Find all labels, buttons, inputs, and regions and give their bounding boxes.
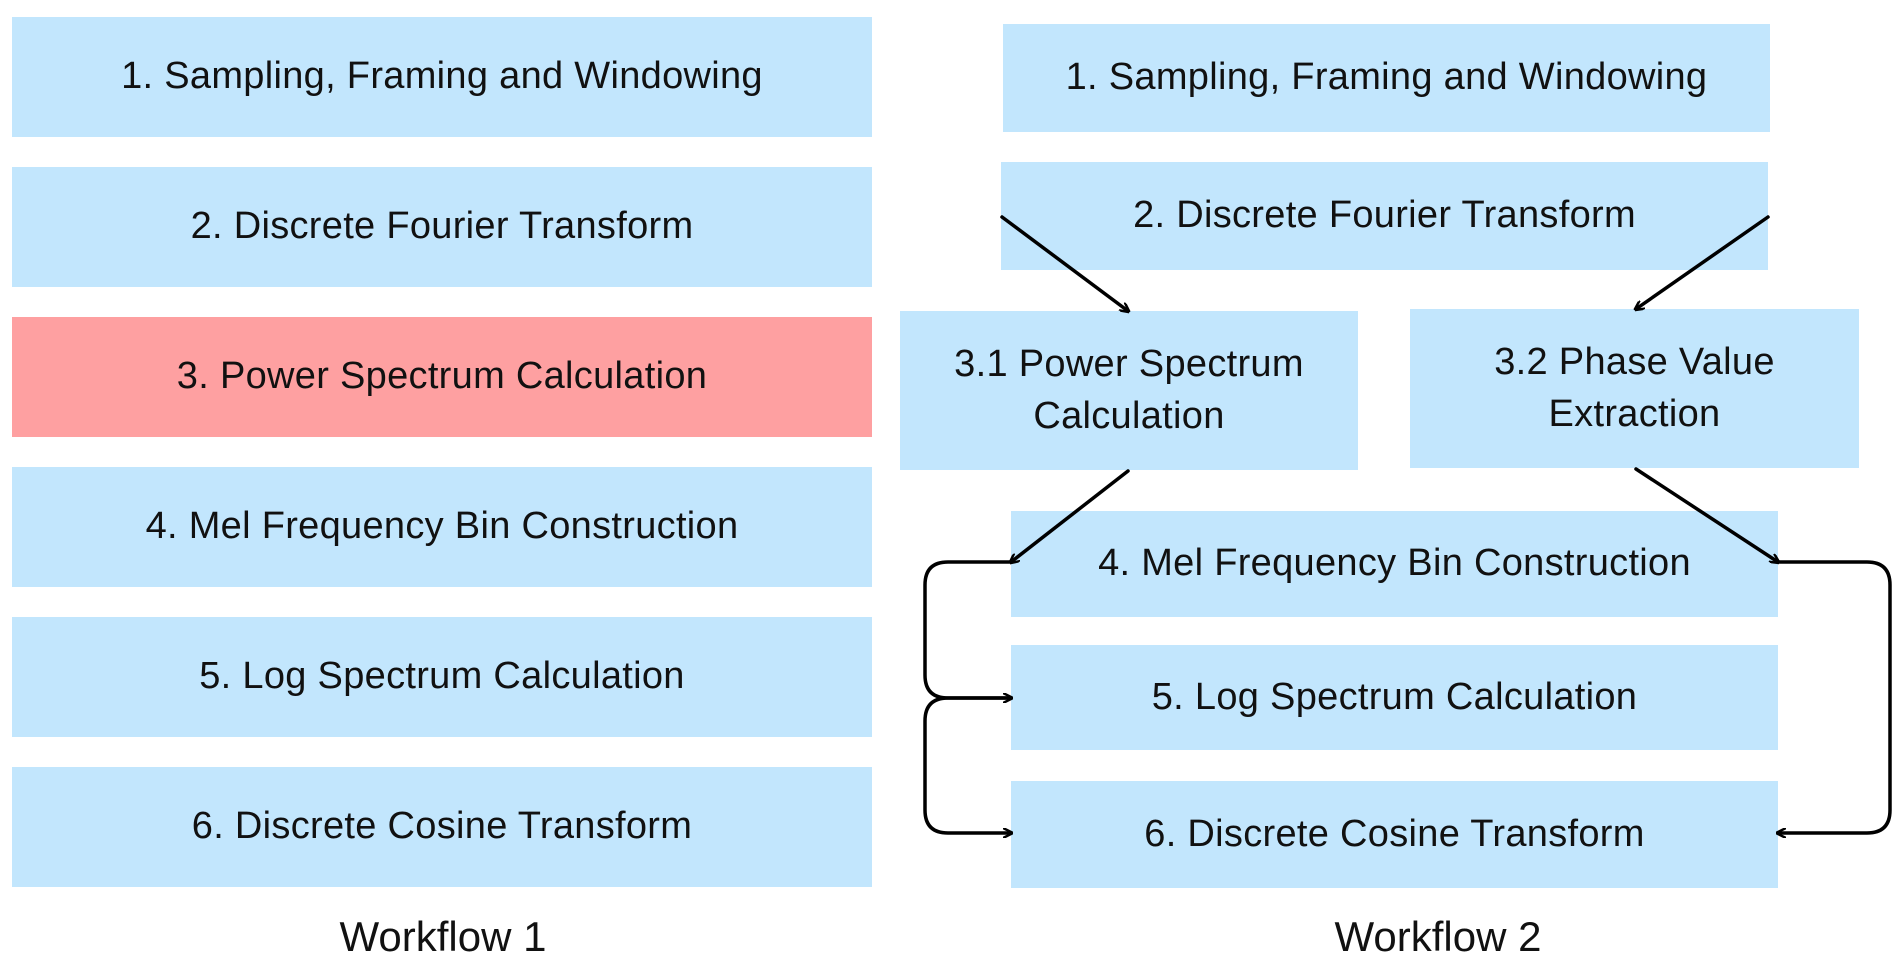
w2-step-3-2-line2: Extraction [1548, 392, 1721, 435]
arrow-4-to-5 [923, 560, 1011, 698]
w1-step-4-label: 4. Mel Frequency Bin Construction [145, 505, 739, 548]
w2-step-3-1: 3.1 Power Spectrum Calculation [900, 311, 1358, 470]
arrow-3-2-to-4 [1634, 467, 1778, 562]
w1-step-6-label: 6. Discrete Cosine Transform [191, 805, 693, 848]
w2-step-3-2: 3.2 Phase Value Extraction [1410, 309, 1859, 468]
w1-step-5: 5. Log Spectrum Calculation [12, 617, 872, 737]
w1-step-6: 6. Discrete Cosine Transform [12, 767, 872, 887]
arrow-2-to-3-1 [1000, 215, 1128, 311]
w1-step-3-label: 3. Power Spectrum Calculation [176, 355, 708, 398]
w1-step-1: 1. Sampling, Framing and Windowing [12, 17, 872, 137]
w2-step-2: 2. Discrete Fourier Transform [1001, 162, 1768, 270]
arrow-2-to-3-2 [1636, 215, 1770, 309]
w1-step-2-label: 2. Discrete Fourier Transform [190, 205, 694, 248]
w2-step-1-label: 1. Sampling, Framing and Windowing [1065, 56, 1708, 99]
w1-caption: Workflow 1 [339, 913, 547, 960]
w2-step-3-1-line1: 3.1 Power Spectrum [954, 343, 1304, 386]
w2-step-5: 5. Log Spectrum Calculation [1011, 645, 1778, 750]
w2-step-1: 1. Sampling, Framing and Windowing [1003, 24, 1770, 132]
w2-step-4-label: 4. Mel Frequency Bin Construction [1098, 542, 1691, 585]
w2-step-2-label: 2. Discrete Fourier Transform [1133, 194, 1636, 237]
arrow-5-to-6 [923, 696, 1011, 833]
w1-step-4: 4. Mel Frequency Bin Construction [12, 467, 872, 587]
w2-step-3-1-line2: Calculation [1033, 394, 1225, 437]
w2-caption: Workflow 2 [1334, 913, 1542, 960]
w2-step-3-2-line1: 3.2 Phase Value [1494, 341, 1775, 384]
w1-step-2: 2. Discrete Fourier Transform [12, 167, 872, 287]
w1-step-3-highlighted: 3. Power Spectrum Calculation [12, 317, 872, 437]
w1-step-1-label: 1. Sampling, Framing and Windowing [121, 55, 763, 98]
arrow-4-to-6-right [1778, 560, 1892, 833]
w2-step-5-label: 5. Log Spectrum Calculation [1151, 675, 1638, 718]
w1-step-5-label: 5. Log Spectrum Calculation [199, 655, 685, 698]
w2-step-4: 4. Mel Frequency Bin Construction [1011, 511, 1778, 617]
arrow-3-1-to-4 [1011, 469, 1130, 562]
w2-step-6-label: 6. Discrete Cosine Transform [1144, 812, 1645, 855]
w2-step-6: 6. Discrete Cosine Transform [1011, 781, 1778, 888]
